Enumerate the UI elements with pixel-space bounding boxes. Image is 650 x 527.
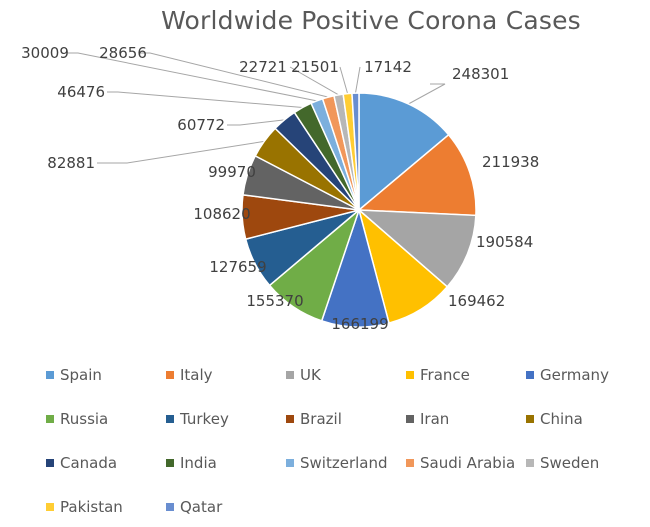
leader-line	[289, 66, 339, 96]
data-label: 166199	[331, 315, 388, 333]
data-label: 127659	[209, 258, 266, 276]
data-labels: 248301 211938 190584 169462 166199 155370 1276…	[21, 44, 539, 333]
data-label: 30009	[21, 44, 69, 62]
legend-item: Russia	[46, 399, 166, 439]
legend-label: Spain	[60, 366, 102, 384]
chart-title: Worldwide Positive Corona Cases	[161, 6, 581, 35]
data-label: 99970	[208, 163, 256, 181]
legend-item: Italy	[166, 355, 286, 395]
data-label: 22721	[239, 58, 287, 76]
leader-line	[355, 66, 361, 94]
legend-swatch	[406, 415, 414, 423]
leader-line	[140, 52, 329, 98]
legend-label: Iran	[420, 410, 450, 428]
legend-label: Italy	[180, 366, 213, 384]
legend-label: Germany	[540, 366, 609, 384]
legend-swatch	[166, 459, 174, 467]
legend-item: India	[166, 443, 286, 483]
pie-slice-italy	[357, 133, 477, 217]
legend-label: Sweden	[540, 454, 600, 472]
pie-slice-qatar	[351, 92, 360, 211]
legend-item: France	[406, 355, 526, 395]
pie-slice-uk	[356, 209, 477, 288]
legend-item: Spain	[46, 355, 166, 395]
pie-chart: 248301 211938 190584 169462 166199 155370 1276…	[21, 44, 539, 333]
pie-slices	[241, 92, 477, 328]
pie-slice-spain	[358, 92, 450, 212]
legend-swatch	[166, 415, 174, 423]
leader-line	[227, 119, 285, 126]
data-label: 46476	[57, 83, 105, 101]
data-label: 82881	[47, 154, 95, 172]
legend-label: China	[540, 410, 583, 428]
legend-swatch	[46, 371, 54, 379]
legend-label: Canada	[60, 454, 118, 472]
legend-swatch	[286, 415, 294, 423]
data-label: 155370	[246, 292, 303, 310]
leader-line	[68, 52, 317, 102]
data-label: 28656	[99, 44, 147, 62]
legend-swatch	[46, 503, 54, 511]
legend-item: Canada	[46, 443, 166, 483]
legend-item: Pakistan	[46, 487, 166, 527]
legend-label: Russia	[60, 410, 109, 428]
legend-item: UK	[286, 355, 406, 395]
legend-label: India	[180, 454, 217, 472]
legend-swatch	[46, 459, 54, 467]
legend-swatch	[526, 415, 534, 423]
legend-item: Sweden	[526, 443, 646, 483]
legend-label: France	[420, 366, 470, 384]
legend-item: Brazil	[286, 399, 406, 439]
legend-item: Germany	[526, 355, 646, 395]
leader-line	[408, 83, 446, 105]
legend-label: Switzerland	[300, 454, 388, 472]
legend-swatch	[526, 371, 534, 379]
legend-label: Pakistan	[60, 498, 123, 516]
data-label: 169462	[448, 292, 505, 310]
legend-swatch	[166, 503, 174, 511]
legend-swatch	[526, 459, 534, 467]
data-label: 60772	[177, 116, 225, 134]
legend-item: Turkey	[166, 399, 286, 439]
legend-item: Saudi Arabia	[406, 443, 526, 483]
data-label: 190584	[476, 233, 533, 251]
legend-label: Turkey	[180, 410, 229, 428]
leader-line	[97, 140, 265, 164]
legend-swatch	[46, 415, 54, 423]
data-label: 17142	[364, 58, 412, 76]
leader-lines	[68, 52, 446, 164]
legend-label: Saudi Arabia	[420, 454, 516, 472]
legend-swatch	[286, 371, 294, 379]
legend-swatch	[406, 371, 414, 379]
legend-swatch	[406, 459, 414, 467]
leader-line	[107, 91, 303, 108]
leader-line	[339, 66, 349, 94]
legend-swatch	[166, 371, 174, 379]
legend-item: China	[526, 399, 646, 439]
data-label: 21501	[291, 58, 339, 76]
legend-item: Qatar	[166, 487, 286, 527]
data-label: 211938	[482, 153, 539, 171]
legend-item: Iran	[406, 399, 526, 439]
legend-item: Switzerland	[286, 443, 406, 483]
legend-label: Qatar	[180, 498, 223, 516]
data-label: 248301	[452, 65, 509, 83]
legend-label: UK	[300, 366, 321, 384]
legend-label: Brazil	[300, 410, 342, 428]
data-label: 108620	[193, 205, 250, 223]
legend-swatch	[286, 459, 294, 467]
